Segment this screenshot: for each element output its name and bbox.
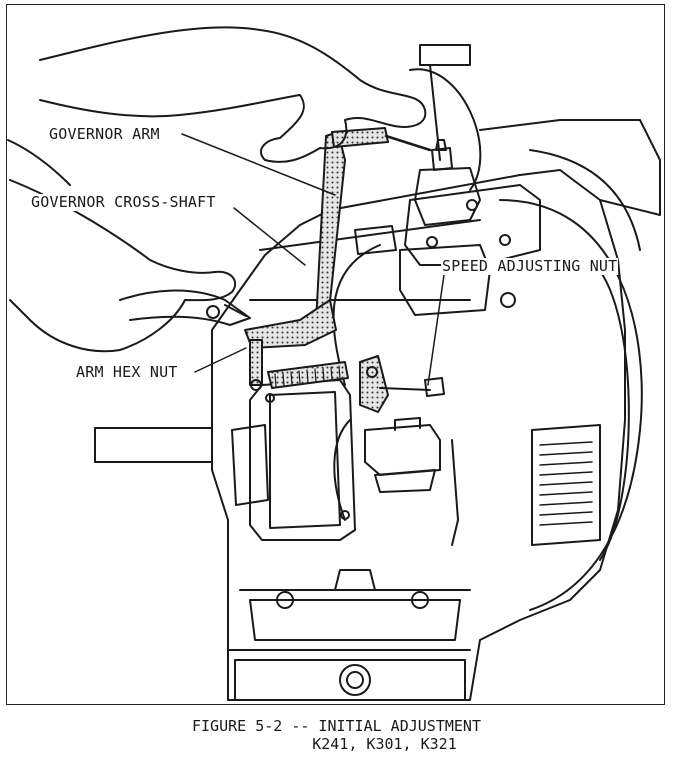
speed-control-lever — [359, 355, 445, 413]
throttle-link — [384, 134, 432, 152]
name-plate — [531, 424, 601, 546]
caption-line-1: FIGURE 5-2 -- INITIAL ADJUSTMENT — [192, 717, 481, 735]
fuel-pump — [333, 417, 459, 546]
flywheel-shroud — [479, 119, 661, 611]
label-arm-hex-nut: ARM HEX NUT — [75, 363, 179, 381]
leader-speed-adjusting-nut — [427, 267, 446, 386]
figure-caption: FIGURE 5-2 -- INITIAL ADJUSTMENT K241, K… — [0, 717, 673, 753]
leader-lines — [181, 133, 446, 386]
caption-line-2: K241, K301, K321 — [312, 735, 457, 753]
leader-governor-arm — [181, 133, 336, 196]
label-speed-adjusting-nut: SPEED ADJUSTING NUT — [441, 257, 619, 275]
governor-spring — [267, 361, 349, 389]
leader-arm-hex-nut — [194, 347, 247, 373]
sleeve — [7, 139, 71, 186]
leader-governor-cross-shaft — [233, 207, 306, 266]
hand-left — [9, 179, 237, 353]
label-governor-cross-shaft: GOVERNOR CROSS-SHAFT — [30, 193, 217, 211]
pliers — [119, 289, 251, 326]
governor-arm — [244, 127, 389, 391]
crankshaft — [94, 427, 213, 463]
figure-frame — [6, 4, 665, 705]
label-governor-arm: GOVERNOR ARM — [48, 125, 161, 143]
hand-top — [39, 26, 427, 163]
carburetor — [354, 44, 541, 316]
breather-cover — [231, 379, 356, 541]
